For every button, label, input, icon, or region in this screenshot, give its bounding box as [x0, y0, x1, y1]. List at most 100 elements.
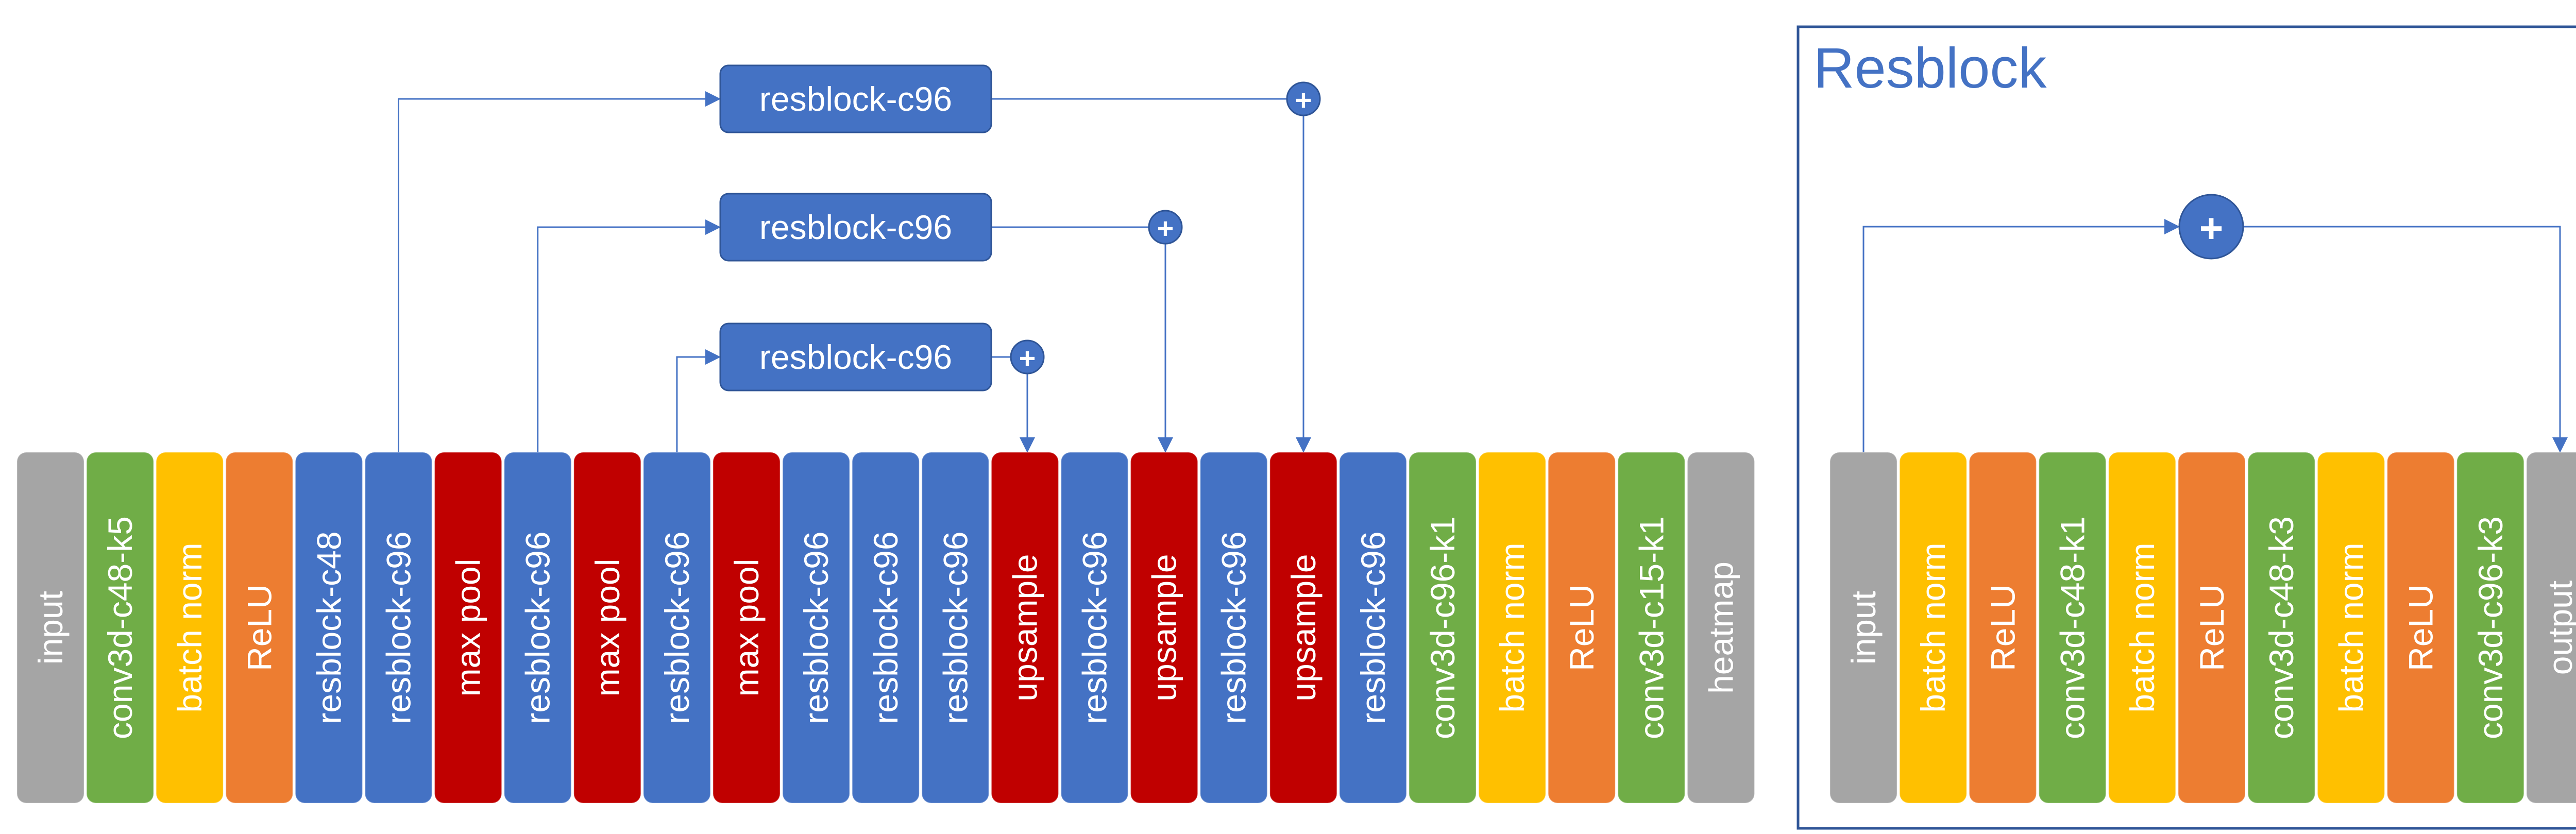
resblock-layer-batch-norm: batch norm [2317, 452, 2385, 804]
resblock-layer-box [2456, 452, 2524, 804]
skip-resblocks: resblock-c96 resblock-c96 resblock-c96 [719, 64, 992, 392]
resblock-layer-box [1899, 452, 1968, 804]
layer-box [642, 452, 711, 804]
layer-resblock-c48: resblock-c48 [295, 452, 363, 804]
resblock-panel-frame [1797, 25, 2576, 830]
resblock-layer-label: ReLU [2193, 584, 2231, 671]
layer-max-pool: max pool [434, 452, 502, 804]
main-network: input conv3d-c48-k5 batch norm ReLU resblock… [16, 452, 1755, 804]
plus-icon: + [2199, 206, 2224, 251]
connector-lines [398, 91, 1311, 453]
layer-box [1478, 452, 1547, 804]
resblock-layer-label: batch norm [1914, 542, 1952, 712]
resblock-layer-box [1969, 452, 2037, 804]
layer-upsample: upsample [1130, 452, 1198, 804]
skip-resblock: resblock-c96 [719, 193, 992, 262]
layer-resblock-c96: resblock-c96 [1199, 452, 1268, 804]
layer-relu: ReLU [1548, 452, 1616, 804]
layer-box [1060, 452, 1129, 804]
layer-conv3d-c96-k1: conv3d-c96-k1 [1409, 452, 1477, 804]
layer-label: input [31, 591, 70, 665]
plus-icon: + [1019, 342, 1036, 375]
layer-box [852, 452, 920, 804]
layer-label: max pool [588, 559, 626, 697]
resblock-skip-in-line [1862, 219, 2180, 452]
layer-box [573, 452, 641, 804]
resblock-skip-out-line [2243, 226, 2568, 453]
layer-resblock-c96: resblock-c96 [642, 452, 711, 804]
layer-upsample: upsample [1269, 452, 1337, 804]
layer-heatmap: heatmap [1687, 452, 1755, 804]
layer-label: max pool [727, 559, 766, 697]
layer-box [156, 452, 224, 804]
skip-resblock: resblock-c96 [719, 64, 992, 133]
layer-box [991, 452, 1059, 804]
resblock-layer-box [2317, 452, 2385, 804]
resblock-layer-box [2386, 452, 2455, 804]
layer-max-pool: max pool [713, 452, 781, 804]
layer-box [782, 452, 851, 804]
layer-label: ReLU [1563, 584, 1601, 671]
layer-label: resblock-c96 [658, 531, 696, 724]
plus-circle [1148, 210, 1183, 245]
layer-label: batch norm [1493, 542, 1531, 712]
resblock-layer-box [2247, 452, 2316, 804]
skip-resblock-label: resblock-c96 [759, 338, 952, 376]
layer-batch-norm: batch norm [156, 452, 224, 804]
plus-circle [1010, 339, 1045, 375]
skip-resblock-box [719, 193, 992, 262]
layer-label: resblock-c96 [867, 531, 905, 724]
layer-box [503, 452, 572, 804]
layer-label: conv3d-c48-k5 [101, 516, 139, 739]
layer-box [1617, 452, 1686, 804]
resblock-layer-label: ReLU [2402, 584, 2440, 671]
resblock-layer-conv3d-c48-k1: conv3d-c48-k1 [2038, 452, 2107, 804]
resblock-layer-box [2038, 452, 2107, 804]
resblock-panel-title: Resblock [1814, 37, 2047, 100]
layer-resblock-c96: resblock-c96 [364, 452, 433, 804]
layer-resblock-c96: resblock-c96 [1060, 452, 1129, 804]
layer-box [86, 452, 155, 804]
layer-box [921, 452, 990, 804]
layer-max-pool: max pool [573, 452, 641, 804]
skip-branch-line [676, 349, 721, 452]
resblock-layer-label: conv3d-c48-k3 [2262, 516, 2300, 739]
resblock-layer-box [1829, 452, 1897, 804]
layer-box [1130, 452, 1198, 804]
layer-resblock-c96: resblock-c96 [921, 452, 990, 804]
layer-conv3d-c15-k1: conv3d-c15-k1 [1617, 452, 1686, 804]
layer-resblock-c96: resblock-c96 [503, 452, 572, 804]
resblock-layer-box [2526, 452, 2576, 804]
layer-box [1687, 452, 1755, 804]
layer-label: conv3d-c15-k1 [1632, 516, 1670, 739]
skip-resblock-box [719, 64, 992, 133]
layer-label: resblock-c96 [1215, 531, 1253, 724]
resblock-plus-circle [2178, 194, 2244, 260]
resblock-add-node: + [2178, 194, 2244, 260]
add-nodes: +++ [1010, 81, 1321, 375]
skip-resblock: resblock-c96 [719, 322, 992, 392]
plus-node: + [1010, 339, 1045, 375]
resblock-layer-label: input [1844, 591, 1883, 665]
layer-label: ReLU [240, 584, 278, 671]
resblock-layer-label: batch norm [2332, 542, 2370, 712]
layer-box [1548, 452, 1616, 804]
resblock-layer-label: output [2541, 581, 2576, 675]
resblock-layer-relu: ReLU [2386, 452, 2455, 804]
layer-label: upsample [1284, 554, 1323, 701]
layer-box [16, 452, 84, 804]
resblock-layer-input: input [1829, 452, 1897, 804]
layer-batch-norm: batch norm [1478, 452, 1547, 804]
layer-label: conv3d-c96-k1 [1423, 516, 1462, 739]
plus-icon: + [1295, 84, 1312, 116]
resblock-layer-box [2178, 452, 2246, 804]
resblock-layer-conv3d-c48-k3: conv3d-c48-k3 [2247, 452, 2316, 804]
layer-label: resblock-c96 [1076, 531, 1114, 724]
layer-label: batch norm [171, 542, 209, 712]
layer-label: resblock-c48 [310, 531, 348, 724]
resblock-layer-relu: ReLU [1969, 452, 2037, 804]
skip-resblock-label: resblock-c96 [759, 208, 952, 246]
layer-relu: ReLU [225, 452, 294, 804]
skip-resblock-box [719, 322, 992, 392]
